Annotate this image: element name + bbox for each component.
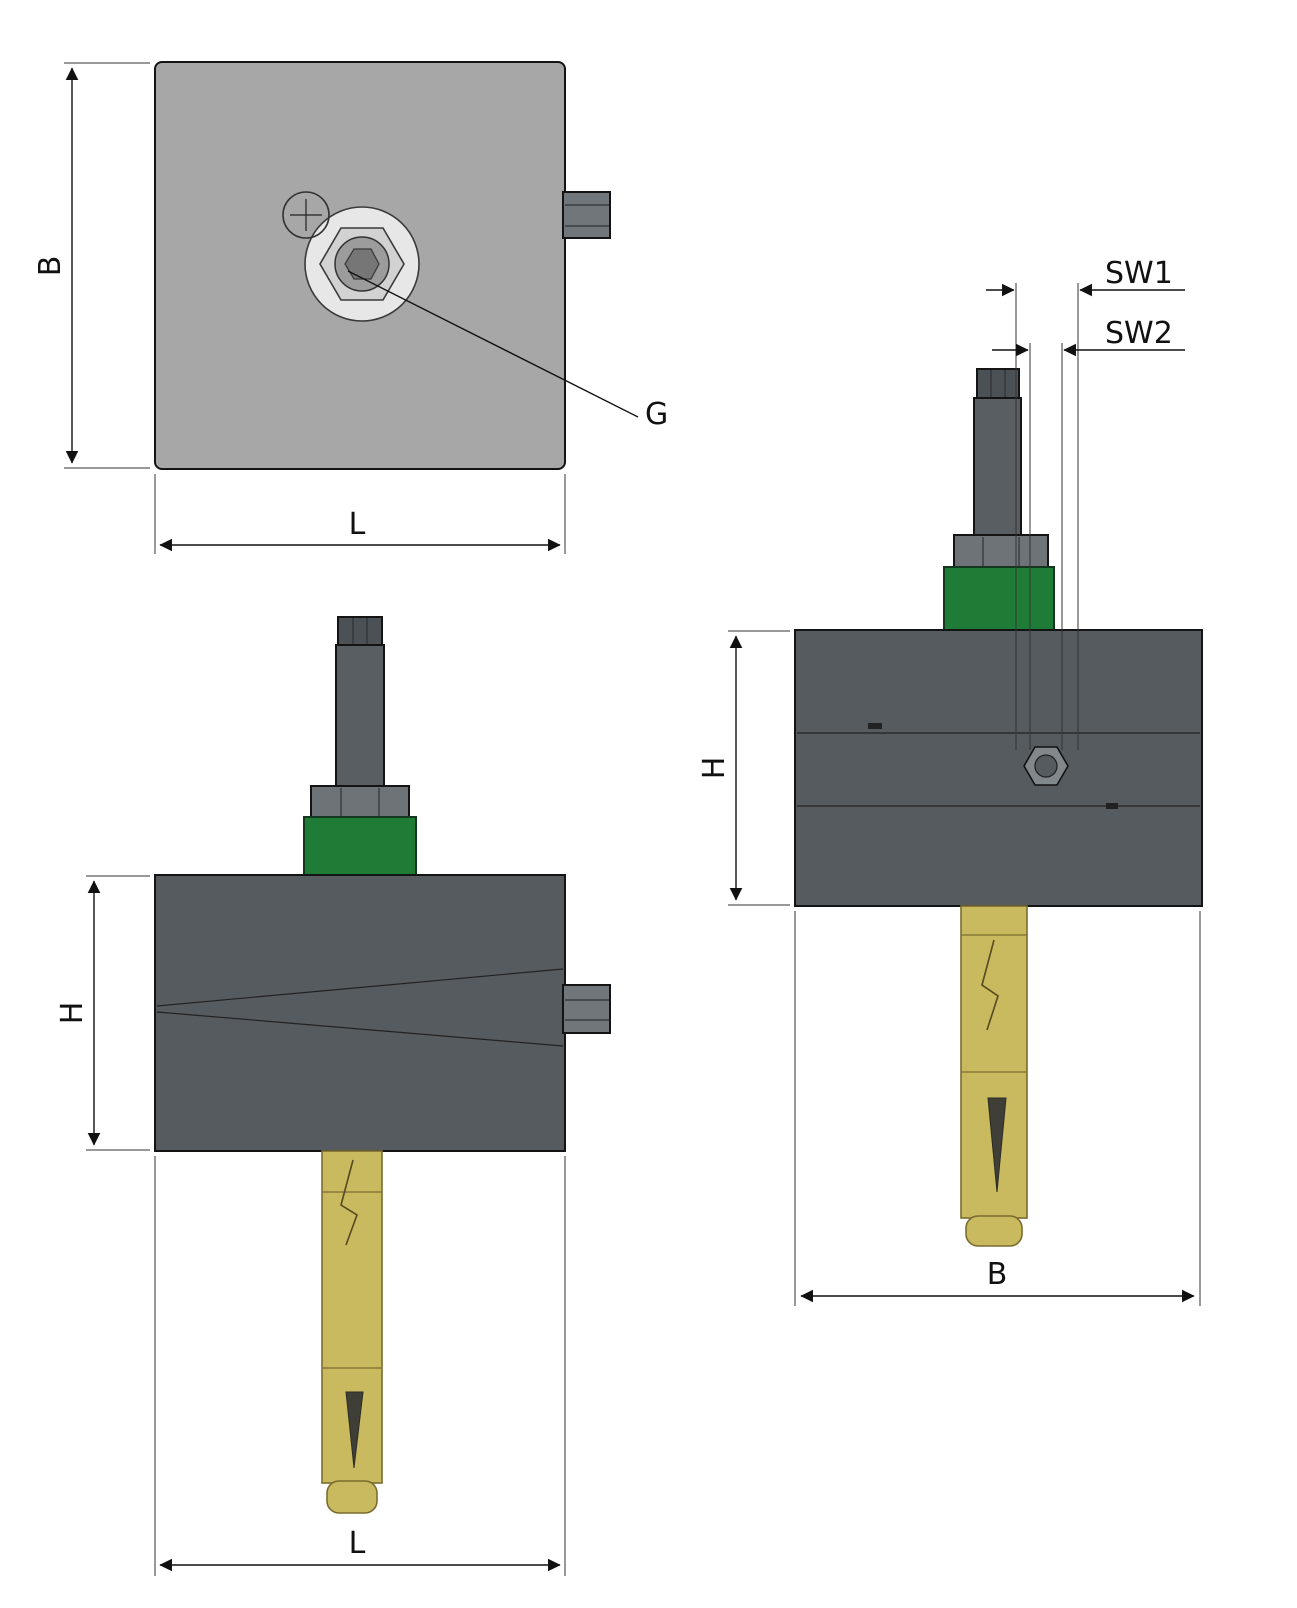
sw2-label: SW2: [1105, 316, 1173, 351]
pilot-hole-circle: [282, 191, 330, 239]
hex-nut-side: [953, 534, 1049, 570]
side-plug-body: [562, 984, 611, 1034]
spindle-shaft: [973, 397, 1022, 539]
anchor-slit: [981, 939, 999, 1031]
dimension-height-front: H: [55, 875, 150, 1151]
dim-length-label: L: [349, 507, 366, 542]
side-view: SW1 SW2 H B: [697, 256, 1203, 1306]
thread-leader-line: [347, 270, 639, 418]
dim-width-label: B: [987, 1257, 1008, 1292]
anchor-tip: [965, 1215, 1023, 1247]
dimension-height-side: H: [697, 630, 790, 906]
dimension-length-front: L: [154, 1156, 566, 1576]
seal-ring-front: [303, 816, 417, 876]
pilot-hole: [282, 191, 330, 239]
hex-nut-front: [310, 785, 410, 819]
anchor-slit: [340, 1159, 358, 1246]
dimension-width-side: B: [794, 911, 1201, 1306]
dimension-sw1: SW1: [986, 256, 1185, 750]
spindle-shaft: [335, 644, 385, 789]
front-view: H L: [55, 616, 611, 1576]
side-plug-body: [562, 191, 611, 239]
anchor-bolt-front: [321, 1150, 383, 1514]
thread-callout: G: [347, 270, 668, 432]
dim-length-label: L: [349, 1526, 366, 1561]
block-front: [154, 874, 566, 1152]
dimension-sw2: SW2: [992, 316, 1185, 750]
block-side: [794, 629, 1203, 907]
dimension-length-top: L: [154, 474, 566, 554]
seal-ring-side: [943, 566, 1055, 631]
anchor-wedge: [345, 1391, 364, 1469]
top-view: G B L: [33, 61, 668, 554]
spindle-hex-cap: [976, 368, 1020, 401]
side-plug-front-view: [562, 984, 611, 1034]
block-side-notch-left: [868, 723, 882, 729]
hex-recess: [344, 248, 380, 280]
block-front-split-upper: [156, 968, 564, 1007]
spindle-side: [943, 368, 1055, 631]
dimension-width-top: B: [33, 62, 150, 469]
block-side-notch-right: [1106, 803, 1118, 809]
block-front-split-lower: [156, 1011, 564, 1047]
spindle-hex-cap: [337, 616, 383, 649]
dim-height-label: H: [55, 1002, 90, 1025]
sw1-label: SW1: [1105, 256, 1173, 291]
face-screw-bore: [1034, 754, 1058, 778]
anchor-wedge: [987, 1097, 1007, 1193]
dim-width-label: B: [33, 256, 68, 277]
anchor-shaft: [960, 905, 1028, 1219]
face-screw: [1023, 746, 1069, 786]
thread-label: G: [645, 397, 668, 432]
anchor-bolt-side: [960, 905, 1028, 1247]
dim-height-label: H: [697, 757, 732, 780]
anchor-tip: [326, 1480, 378, 1514]
side-plug-top-view: [562, 191, 611, 239]
